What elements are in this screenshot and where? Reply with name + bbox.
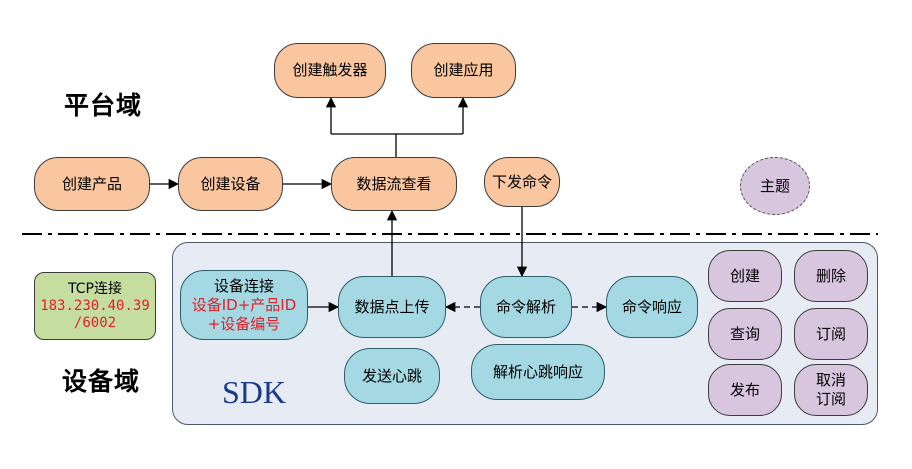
create-device-node[interactable]: 创建设备 (178, 157, 283, 211)
parse-command-node[interactable]: 命令解析 (480, 276, 572, 338)
parse-heartbeat-response-node[interactable]: 解析心跳响应 (471, 344, 605, 400)
create-device-label: 创建设备 (200, 174, 261, 193)
topic-subscribe-button[interactable]: 订阅 (794, 308, 868, 360)
tcp-ip: 183.230.40.39 (40, 297, 150, 314)
topic-delete-label: 删除 (815, 266, 846, 285)
topic-create-button[interactable]: 创建 (708, 250, 782, 302)
parse-heartbeat-response-label: 解析心跳响应 (492, 362, 583, 381)
create-app-node[interactable]: 创建应用 (411, 43, 516, 98)
command-response-node[interactable]: 命令响应 (606, 276, 698, 338)
topic-query-button[interactable]: 查询 (708, 308, 782, 360)
sdk-label: SDK (222, 374, 287, 410)
topic-create-label: 创建 (729, 266, 760, 285)
upload-datapoint-label: 数据点上传 (354, 297, 430, 316)
topic-publish-button[interactable]: 发布 (708, 364, 782, 416)
topic-unsubscribe-label-2: 订阅 (815, 390, 846, 408)
create-trigger-node[interactable]: 创建触发器 (274, 43, 386, 98)
device-connect-line1: 设备ID+产品ID (191, 295, 297, 314)
topic-query-label: 查询 (729, 324, 760, 343)
topic-unsubscribe-label-1: 取消 (815, 371, 846, 389)
topic-delete-button[interactable]: 删除 (794, 250, 868, 302)
send-heartbeat-node[interactable]: 发送心跳 (344, 348, 440, 404)
tcp-port: /6002 (73, 314, 117, 331)
topic-unsubscribe-button[interactable]: 取消 订阅 (794, 364, 868, 416)
device-connect-title: 设备连接 (213, 276, 274, 295)
command-response-label: 命令响应 (621, 297, 682, 316)
platform-domain-label: 平台域 (64, 91, 143, 120)
topic-label: 主题 (759, 176, 790, 195)
topic-node[interactable]: 主题 (740, 157, 810, 215)
device-connect-node[interactable]: 设备连接 设备ID+产品ID +设备编号 (180, 270, 308, 340)
create-trigger-label: 创建触发器 (292, 61, 368, 79)
tcp-label: TCP连接 (68, 280, 122, 297)
device-connect-line2: +设备编号 (207, 314, 281, 333)
view-datastream-node[interactable]: 数据流查看 (331, 157, 457, 211)
send-command-label: 下发命令 (491, 172, 552, 191)
send-command-node[interactable]: 下发命令 (484, 157, 560, 207)
device-domain-label: 设备域 (62, 367, 141, 396)
create-product-label: 创建产品 (61, 174, 122, 193)
send-heartbeat-label: 发送心跳 (361, 366, 422, 385)
tcp-connection-node: TCP连接 183.230.40.39 /6002 (34, 272, 156, 340)
create-product-node[interactable]: 创建产品 (34, 157, 150, 211)
upload-datapoint-node[interactable]: 数据点上传 (338, 276, 446, 338)
topic-subscribe-label: 订阅 (815, 324, 846, 343)
topic-publish-label: 发布 (729, 380, 760, 399)
parse-command-label: 命令解析 (495, 297, 556, 316)
view-datastream-label: 数据流查看 (356, 174, 432, 193)
create-app-label: 创建应用 (433, 61, 494, 79)
